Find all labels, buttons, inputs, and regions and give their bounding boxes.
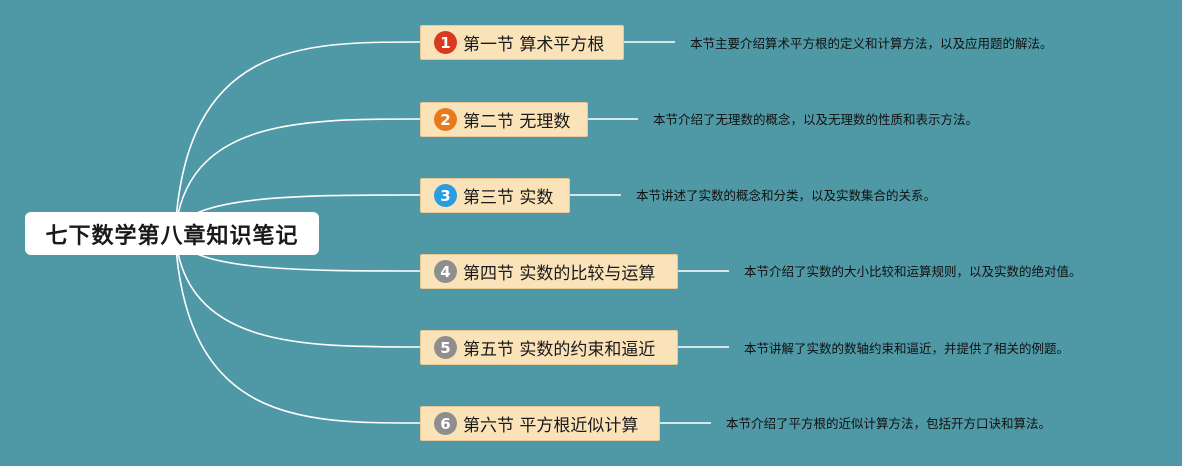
section-title: 第五节 实数的约束和逼近 — [463, 340, 656, 360]
section-description: 本节介绍了平方根的近似计算方法，包括开方口诀和算法。 — [726, 416, 1052, 431]
branch-connector-6 — [174, 233, 421, 424]
branch-connector-1 — [174, 41, 421, 235]
section-node-5[interactable]: 5 第五节 实数的约束和逼近 — [420, 330, 678, 365]
section-number-badge: 1 — [434, 31, 457, 54]
section-title: 第四节 实数的比较与运算 — [463, 264, 656, 284]
section-node-6[interactable]: 6 第六节 平方根近似计算 — [420, 406, 660, 441]
section-description: 本节主要介绍算术平方根的定义和计算方法，以及应用题的解法。 — [690, 36, 1053, 51]
section-description: 本节讲解了实数的数轴约束和逼近，并提供了相关的例题。 — [744, 341, 1070, 356]
section-description: 本节讲述了实数的概念和分类，以及实数集合的关系。 — [636, 188, 937, 203]
section-number-badge: 3 — [434, 184, 457, 207]
section-title: 第三节 实数 — [463, 188, 554, 208]
section-title: 第二节 无理数 — [463, 112, 571, 132]
section-description: 本节介绍了无理数的概念，以及无理数的性质和表示方法。 — [653, 112, 979, 127]
section-number-badge: 2 — [434, 108, 457, 131]
section-title: 第六节 平方根近似计算 — [463, 416, 639, 436]
branch-connector-5 — [174, 233, 421, 348]
section-description: 本节介绍了实数的大小比较和运算规则，以及实数的绝对值。 — [744, 264, 1082, 279]
section-node-3[interactable]: 3 第三节 实数 — [420, 178, 570, 213]
section-number-badge: 4 — [434, 260, 457, 283]
section-title: 第一节 算术平方根 — [463, 35, 605, 55]
section-node-2[interactable]: 2 第二节 无理数 — [420, 102, 588, 137]
section-number-badge: 6 — [434, 412, 457, 435]
section-node-4[interactable]: 4 第四节 实数的比较与运算 — [420, 254, 678, 289]
section-number-badge: 5 — [434, 336, 457, 359]
section-node-1[interactable]: 1 第一节 算术平方根 — [420, 25, 624, 60]
root-node-title[interactable]: 七下数学第八章知识笔记 — [25, 212, 319, 255]
branch-connector-2 — [174, 118, 421, 235]
